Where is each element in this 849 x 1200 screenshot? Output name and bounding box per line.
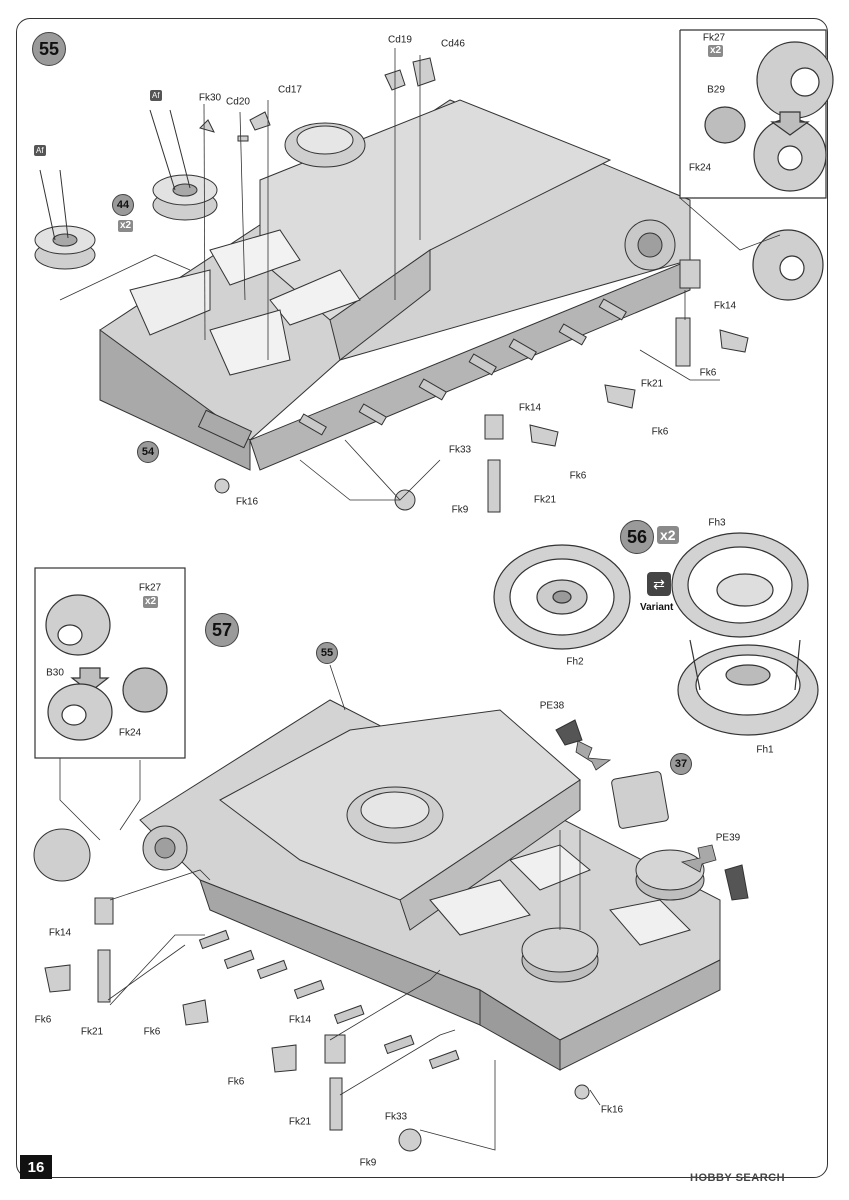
suspension-arms-step55 xyxy=(298,298,627,436)
page-number: 16 xyxy=(20,1155,52,1179)
label-fk9-bottom: Fk9 xyxy=(359,1157,377,1169)
label-fk21-bottom-mid: Fk21 xyxy=(288,1116,312,1128)
label-b30: B30 xyxy=(46,667,64,679)
label-cd20: Cd20 xyxy=(226,96,250,108)
leader-lines-top xyxy=(59,48,781,501)
upper-hull-step55 xyxy=(99,99,691,471)
qty-x2-fk27-bottom: x2 xyxy=(143,596,159,608)
step-57-badge: 57 xyxy=(205,613,239,647)
sprocket-fh2 xyxy=(493,544,631,650)
ref-54-badge: 54 xyxy=(137,441,159,463)
label-fk33-top: Fk33 xyxy=(448,444,472,456)
small-parts-bottom xyxy=(33,719,749,1152)
label-fk6-bottom-left2: Fk6 xyxy=(143,1026,161,1038)
label-fk16-top: Fk16 xyxy=(235,496,259,508)
ref-55-badge: 55 xyxy=(316,642,338,664)
label-fk21-bottom-left: Fk21 xyxy=(80,1026,104,1038)
label-fk14-bottom-mid: Fk14 xyxy=(288,1014,312,1026)
leader-lines-bottom xyxy=(59,664,601,1151)
label-fk24-bottom: Fk24 xyxy=(118,727,142,739)
qty-x2-fk27-top: x2 xyxy=(708,45,724,57)
page-frame xyxy=(16,18,828,1178)
label-fk14-top-right: Fk14 xyxy=(713,300,737,312)
label-fh1: Fh1 xyxy=(756,744,774,756)
variant-label: Variant xyxy=(640,602,674,613)
road-wheels-44 xyxy=(34,109,218,270)
label-fk24-top: Fk24 xyxy=(688,162,712,174)
inset-sprocket-bottom xyxy=(34,567,186,759)
label-fh2: Fh2 xyxy=(566,656,584,668)
label-fk27-top: Fk27 xyxy=(702,32,726,44)
label-fk6-bottom-left: Fk6 xyxy=(34,1014,52,1026)
label-fk21-top-mid: Fk21 xyxy=(533,494,557,506)
label-b29: B29 xyxy=(707,84,725,96)
sprocket-fh3 xyxy=(671,532,809,638)
label-fk14-top-mid: Fk14 xyxy=(518,402,542,414)
label-fk14-bottom-left: Fk14 xyxy=(48,927,72,939)
label-cd17: Cd17 xyxy=(278,84,302,96)
label-cd46: Cd46 xyxy=(441,38,465,50)
label-fk16-bottom: Fk16 xyxy=(600,1104,624,1116)
label-fk6-top-midmid: Fk6 xyxy=(569,470,587,482)
label-fk9-top: Fk9 xyxy=(451,504,469,516)
label-pe39: PE39 xyxy=(715,832,741,844)
label-fk6-top-mid: Fk6 xyxy=(651,426,669,438)
step-56-badge: 56 xyxy=(620,520,654,554)
arrows xyxy=(575,740,717,873)
small-parts-top xyxy=(199,57,749,513)
ref-44-badge: 44 xyxy=(112,194,134,216)
af-badge-left: Af xyxy=(34,145,46,156)
inset-sprocket-top xyxy=(679,29,834,301)
step-55-badge: 55 xyxy=(32,32,66,66)
ref-37-badge: 37 xyxy=(670,753,692,775)
variant-icon: ⇄ xyxy=(647,572,671,596)
label-pe38: PE38 xyxy=(539,700,565,712)
label-cd19: Cd19 xyxy=(388,34,412,46)
label-fk27-bottom: Fk27 xyxy=(138,582,162,594)
label-fk6-top-right: Fk6 xyxy=(699,367,717,379)
watermark: HOBBY SEARCH xyxy=(690,1172,786,1184)
label-fk6-bottom-mid: Fk6 xyxy=(227,1076,245,1088)
qty-x2-step56: x2 xyxy=(657,526,679,544)
label-fk33-bottom: Fk33 xyxy=(384,1111,408,1123)
label-fk30: Fk30 xyxy=(198,92,222,104)
sprocket-fh1 xyxy=(677,639,819,736)
lower-hull-step57 xyxy=(139,699,721,1071)
af-badge-right: Af xyxy=(150,90,162,101)
qty-x2-44: x2 xyxy=(118,220,134,232)
label-fh3: Fh3 xyxy=(708,517,726,529)
suspension-arms-step57 xyxy=(198,929,460,1070)
label-fk21-top-right: Fk21 xyxy=(640,378,664,390)
